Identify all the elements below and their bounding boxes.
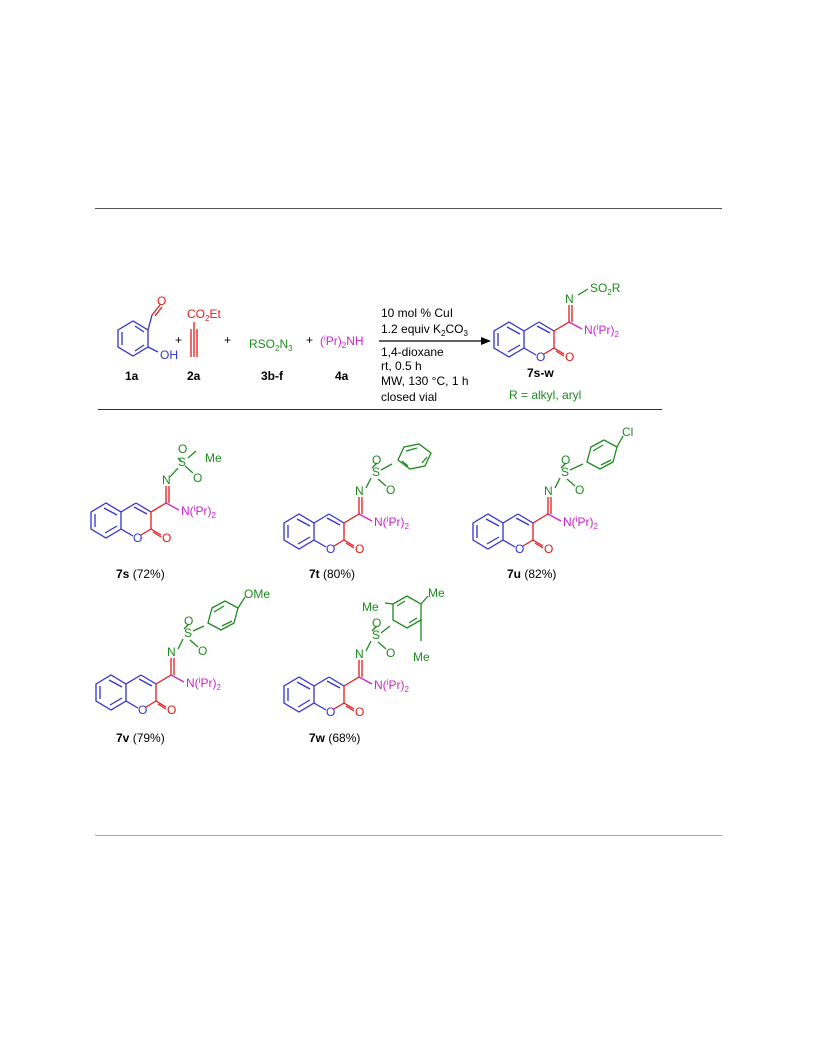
scheme-divider [98, 409, 662, 410]
label-1a: 1a [125, 369, 139, 383]
reactant-3: RSO2N3 3b-f [249, 337, 293, 383]
condition-4: rt, 0.5 h [381, 359, 422, 373]
para-methyl: Me [428, 586, 445, 600]
svg-text:O: O [561, 453, 570, 467]
compound-7t: S O O 7t (80%) [283, 443, 432, 581]
plus-2: + [224, 333, 231, 347]
svg-text:O: O [575, 483, 584, 497]
methoxy-label: OMe [244, 587, 270, 601]
compound-7u: S O O Cl 7u (82%) [472, 425, 633, 581]
svg-text:S: S [372, 628, 380, 642]
condition-5: MW, 130 °C, 1 h [381, 374, 469, 388]
aldehyde-o: O [157, 294, 166, 308]
reactant-2a: CO2Et 2a [187, 307, 221, 383]
svg-text:O: O [372, 453, 381, 467]
label-7s-w: 7s-w [527, 366, 554, 380]
plus-3: + [306, 333, 313, 347]
label-7w: 7w (68%) [309, 731, 360, 745]
svg-text:S: S [372, 465, 380, 479]
svg-text:O: O [372, 616, 381, 630]
label-7s: 7s (72%) [116, 567, 165, 581]
svg-text:S: S [561, 465, 569, 479]
svg-text:S: S [178, 455, 186, 469]
svg-text:O: O [386, 483, 395, 497]
product-sulfonyl: SO2R [590, 281, 621, 297]
hydroxyl-label: OH [160, 348, 178, 362]
r-definition: R = alkyl, aryl [509, 388, 581, 402]
svg-text:S: S [184, 626, 192, 640]
bottom-rule [95, 835, 722, 836]
condition-2: 1.2 equiv K2CO3 [381, 322, 469, 338]
reactant-1a: O OH 1a [117, 294, 178, 383]
svg-text:O: O [178, 442, 187, 456]
svg-text:O: O [193, 471, 202, 485]
svg-text:O: O [184, 614, 193, 628]
arrow-head [481, 337, 491, 345]
svg-text:O: O [198, 644, 207, 658]
product-7s-w: SO2R 7s-w R = alkyl, aryl [493, 281, 621, 402]
plus-1: + [175, 333, 182, 347]
reactant-4a: (iPr)2NH 4a [320, 334, 364, 383]
label-2a: 2a [187, 369, 201, 383]
label-7v: 7v (79%) [116, 731, 165, 745]
chloro-label: Cl [622, 425, 633, 439]
compound-7v: S O O OMe 7v (79%) [95, 587, 270, 745]
label-7u: 7u (82%) [507, 567, 556, 581]
amine-formula: (iPr)2NH [320, 334, 364, 350]
conditions: 10 mol % CuI 1.2 equiv K2CO3 1,4-dioxane… [379, 306, 491, 404]
sulfonyl-azide-formula: RSO2N3 [249, 337, 293, 353]
condition-6: closed vial [381, 390, 437, 404]
compound-7w: S O O Me Me Me 7w (68%) [283, 586, 445, 745]
condition-1: 10 mol % CuI [381, 306, 453, 320]
label-4a: 4a [335, 369, 349, 383]
ortho-methyl-2: Me [413, 650, 430, 664]
ester-label: CO2Et [187, 307, 221, 323]
svg-text:O: O [386, 646, 395, 660]
top-rule [95, 208, 722, 209]
compound-7s: S O O Me 7s (72%) [90, 442, 222, 581]
methyl-label: Me [205, 451, 222, 465]
condition-3: 1,4-dioxane [381, 345, 444, 359]
ortho-methyl-1: Me [362, 600, 379, 614]
label-7t: 7t (80%) [309, 567, 355, 581]
label-3b-f: 3b-f [261, 369, 284, 383]
